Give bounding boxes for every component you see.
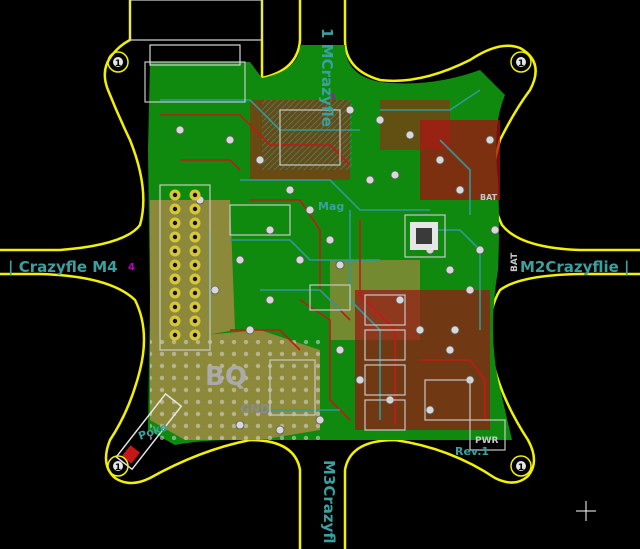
header-pad-hole xyxy=(192,276,198,282)
crosshair-cursor-icon xyxy=(576,501,596,521)
mag-label: Mag xyxy=(318,200,344,213)
header-pad-hole xyxy=(192,248,198,254)
header-pad-hole xyxy=(192,234,198,240)
header-pad-hole xyxy=(172,290,178,296)
header-pad-hole xyxy=(172,234,178,240)
battery-connector xyxy=(115,392,183,471)
mounting-hole-tl: 1 xyxy=(107,51,129,73)
chip-label: GND xyxy=(240,402,270,416)
mount-tr-label: 1 xyxy=(518,59,524,69)
pwr-label: PWR xyxy=(475,436,499,446)
header-pad-hole xyxy=(172,262,178,268)
header-pad-hole xyxy=(172,220,178,226)
arm-right-small: BAT xyxy=(510,252,520,272)
header-pad-hole xyxy=(172,248,178,254)
arm-top-small: 1 xyxy=(330,93,336,103)
mounting-hole-bl: 1 xyxy=(107,455,129,477)
header-pad-hole xyxy=(192,290,198,296)
header-pad-hole xyxy=(192,192,198,198)
header-pad-hole xyxy=(192,206,198,212)
imu-footprint xyxy=(404,214,446,258)
mcu-footprint xyxy=(279,109,341,166)
header-pad-hole xyxy=(192,220,198,226)
bat-label: BAT xyxy=(480,193,498,202)
mount-tl-label: 1 xyxy=(115,59,121,69)
header-pad-hole xyxy=(172,318,178,324)
arm-left-small: 4 xyxy=(128,262,135,273)
header-pad-hole xyxy=(172,192,178,198)
traces xyxy=(160,89,486,425)
pin-header xyxy=(159,184,211,351)
mounting-hole-tr: 1 xyxy=(510,51,532,73)
pin-header-pads xyxy=(169,189,201,341)
header-pad-hole xyxy=(192,332,198,338)
arm-top-label: 1 MCrazyfle xyxy=(318,28,336,127)
header-pad-hole xyxy=(172,206,178,212)
arm-right-label: M2Crazyflie | xyxy=(520,258,630,277)
header-pad-hole xyxy=(172,332,178,338)
arm-left-label: | Crazyfle M4 xyxy=(8,258,118,277)
usb-connector xyxy=(144,61,246,103)
mounting-hole-br: 1 xyxy=(510,455,532,477)
mount-br-label: 1 xyxy=(518,463,524,473)
arm-bottom-label: M3Crazyfl xyxy=(320,460,338,544)
bq-label: BQ xyxy=(205,362,247,392)
header-pad-hole xyxy=(172,304,178,310)
header-pad-hole xyxy=(172,276,178,282)
header-pad-hole xyxy=(192,304,198,310)
rev-label: Rev.1 xyxy=(455,445,489,458)
header-pad-hole xyxy=(192,262,198,268)
components xyxy=(129,0,506,451)
usb-shield xyxy=(149,44,241,66)
header-pad-hole xyxy=(192,318,198,324)
imu-chip xyxy=(410,222,438,250)
mount-bl-label: 1 xyxy=(115,463,121,473)
vias xyxy=(175,105,500,435)
